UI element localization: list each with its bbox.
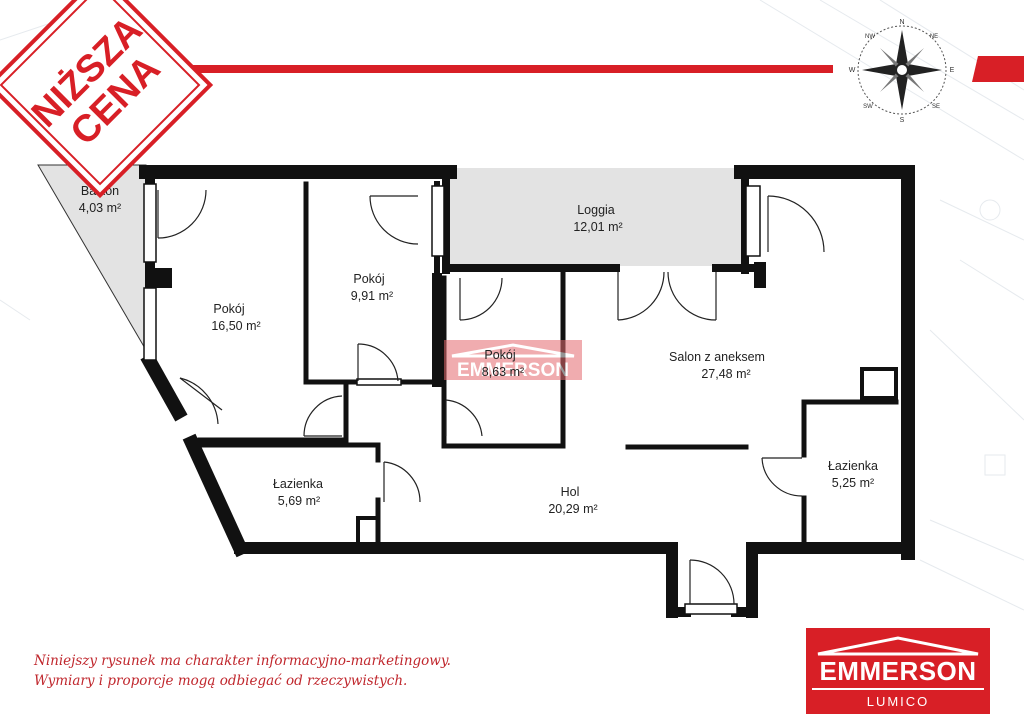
disclaimer-line-2: Wymiary i proporcje mogą odbiegać od rze… [34,673,408,689]
room-area-loggia: 12,01 m² [573,220,622,234]
room-name-pokoj-3: Pokój [484,348,515,362]
room-name-loggia: Loggia [577,203,615,217]
room-area-balkon: 4,03 m² [79,201,121,215]
room-name-lazienka-1: Łazienka [273,477,323,491]
room-name-hol: Hol [561,485,580,499]
logo-divider [812,688,984,690]
disclaimer: Niniejszy rysunek ma charakter informacy… [34,651,451,691]
compass-sw: SW [863,104,873,110]
disclaimer-line-1: Niniejszy rysunek ma charakter informacy… [34,653,451,669]
room-area-pokoj-2: 9,91 m² [351,289,393,303]
compass-nw: NW [865,34,875,40]
room-area-salon: 27,48 m² [701,367,750,381]
room-area-hol: 20,29 m² [548,502,597,516]
room-area-pokoj-1: 16,50 m² [211,319,260,333]
room-name-lazienka-2: Łazienka [828,459,878,473]
compass-n: N [899,19,904,26]
compass-se: SE [932,104,940,110]
watermark-text: EMMERSON [457,360,569,381]
room-name-pokoj-2: Pokój [353,272,384,286]
compass-e: E [950,67,955,74]
compass-ne: NE [930,34,938,40]
windows [143,183,761,615]
emmerson-logo: EMMERSON LUMICO [806,628,990,714]
room-name-salon: Salon z aneksem [669,350,765,364]
background-blueprint [0,0,1024,611]
logo-sub: LUMICO [866,694,930,709]
compass-s: S [900,117,905,124]
room-area-pokoj-3: 8,63 m² [482,365,524,379]
doors [157,189,825,605]
room-area-lazienka-1: 5,69 m² [278,494,320,508]
room-name-pokoj-1: Pokój [213,302,244,316]
logo-roof-icon [817,636,979,656]
room-area-lazienka-2: 5,25 m² [832,476,874,490]
price-stamp: NIŻSZA CENA [0,0,214,199]
compass-w: W [849,67,856,74]
loggia-area [450,168,741,266]
room-labels: Balkon 4,03 m² Pokój 16,50 m² Pokój 9,91… [79,184,878,516]
watermark: EMMERSON [444,340,582,381]
logo-name: EMMERSON [819,656,977,686]
top-right-red-tab [972,56,1024,82]
compass-rose: N S E W NE NW SE SW [849,19,955,124]
top-red-bar [100,65,833,73]
